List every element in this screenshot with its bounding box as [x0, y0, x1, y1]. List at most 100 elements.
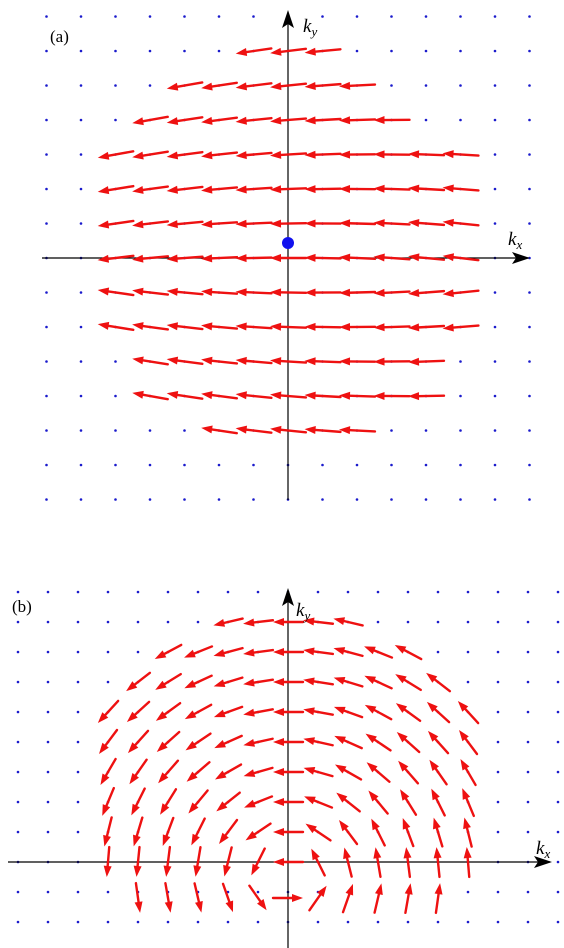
field-arrow: [243, 708, 274, 717]
grid-dot: [79, 15, 83, 18]
field-arrow: [373, 288, 411, 297]
field-arrow: [427, 730, 450, 755]
field-arrow: [132, 254, 170, 263]
field-arrow: [373, 219, 411, 228]
field-arrow: [270, 322, 308, 331]
grid-dot: [526, 710, 530, 714]
grid-dot: [76, 830, 80, 834]
grid-dot: [252, 498, 255, 501]
field-arrow: [408, 357, 446, 366]
field-arrow: [132, 322, 170, 331]
grid-dot: [256, 590, 260, 594]
grid-dot: [376, 620, 380, 624]
field-arrow: [273, 768, 305, 776]
grid-dot: [493, 394, 497, 398]
field-arrow: [304, 150, 342, 159]
grid-dot: [183, 15, 186, 18]
grid-dot: [526, 800, 530, 804]
grid-dot: [355, 498, 359, 501]
grid-dot: [390, 84, 393, 87]
field-arrow: [408, 253, 446, 262]
y-axis-label-b: ky: [296, 600, 310, 623]
field-arrow: [273, 618, 305, 626]
grid-dot: [496, 710, 500, 714]
grid-dot: [76, 920, 80, 924]
grid-dot: [390, 49, 393, 53]
grid-dot: [45, 498, 48, 501]
field-arrow: [201, 185, 239, 194]
field-arrow: [235, 254, 273, 263]
field-arrow: [154, 643, 183, 660]
field-arrow: [339, 81, 377, 90]
field-arrow: [201, 116, 239, 125]
grid-dot: [436, 920, 440, 924]
grid-dot: [355, 463, 359, 467]
field-arrow: [408, 218, 446, 227]
field-arrow: [304, 253, 342, 262]
field-arrow: [213, 617, 244, 627]
grid-dot: [148, 49, 152, 53]
field-arrow: [364, 704, 393, 721]
field-arrow: [394, 644, 423, 661]
grid-dot: [217, 15, 221, 18]
grid-dot: [217, 49, 221, 53]
field-arrow: [463, 847, 472, 879]
field-arrow: [270, 391, 308, 400]
grid-dot: [114, 15, 117, 18]
grid-dot: [526, 740, 530, 744]
field-arrow: [373, 883, 383, 914]
grid-dot: [166, 920, 170, 924]
field-arrow: [339, 323, 377, 332]
grid-dot: [76, 740, 80, 744]
field-arrow: [442, 289, 480, 298]
grid-dot: [79, 394, 83, 398]
field-arrow: [214, 763, 243, 780]
grid-dot: [114, 118, 117, 122]
grid-dot: [16, 800, 20, 804]
field-arrow: [134, 881, 143, 913]
field-arrow: [308, 885, 327, 912]
field-arrow: [368, 790, 389, 815]
grid-dot: [148, 498, 152, 501]
grid-dot: [45, 429, 48, 432]
grid-dot: [114, 360, 117, 363]
field-arrow: [126, 671, 152, 692]
grid-dot: [166, 590, 170, 594]
grid-dot: [45, 84, 48, 87]
field-arrow: [270, 116, 308, 125]
grid-dot: [496, 890, 500, 894]
grid-dot: [436, 620, 440, 624]
field-arrow: [459, 730, 479, 756]
field-arrow: [188, 789, 209, 814]
field-arrow: [184, 645, 214, 658]
grid-dot: [79, 84, 83, 87]
grid-dot: [528, 394, 531, 398]
grid-dot: [45, 49, 48, 53]
field-arrow: [270, 47, 308, 56]
grid-dot: [76, 890, 80, 894]
field-arrow: [408, 289, 446, 298]
grid-dot: [493, 498, 497, 501]
field-arrow: [245, 822, 272, 841]
field-arrow: [273, 678, 305, 686]
field-arrow: [132, 356, 169, 366]
field-arrow: [408, 150, 446, 159]
field-arrow: [463, 817, 473, 848]
grid-dot: [136, 650, 140, 654]
field-arrow: [270, 150, 308, 159]
grid-dot: [79, 187, 83, 191]
panel-label-b: (b): [12, 597, 32, 616]
grid-dot: [355, 15, 359, 18]
grid-dot: [46, 710, 50, 714]
grid-dot: [528, 325, 531, 329]
grid-dot: [376, 920, 380, 924]
field-arrow: [373, 116, 411, 125]
grid-dot: [106, 920, 110, 924]
y-axis-arrowhead-b: [282, 588, 294, 606]
field-arrow: [373, 847, 382, 878]
grid-dot: [76, 650, 80, 654]
grid-dot: [45, 325, 48, 329]
field-arrow: [97, 321, 135, 332]
grid-dot: [526, 830, 530, 834]
grid-dot: [424, 118, 428, 122]
